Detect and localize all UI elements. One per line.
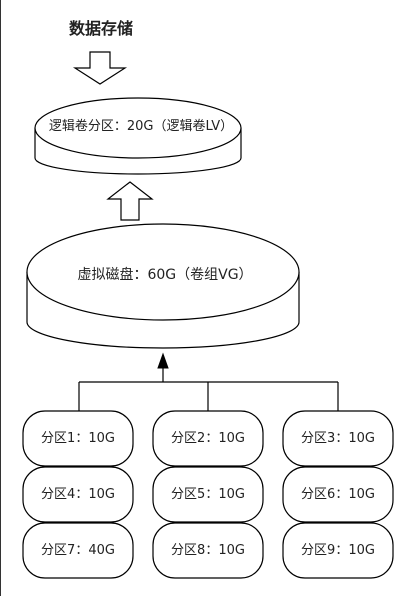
partition-label-3: 分区3：10G [301,431,375,446]
up-arrow-icon [106,181,154,221]
partition-box-8 [152,522,264,579]
partition-box-2 [152,410,264,467]
partition-label-2: 分区2：10G [171,431,245,446]
partition-box-6 [282,466,394,523]
partition-box-7 [22,522,134,579]
partition-box-4 [22,466,134,523]
partition-label-5: 分区5：10G [171,487,245,502]
partition-box-3 [282,410,394,467]
volume-group-cylinder [26,223,300,349]
partition-label-9: 分区9：10G [301,543,375,558]
arrowhead-icon [157,352,169,369]
partition-label-6: 分区6：10G [301,487,375,502]
down-arrow-icon [72,51,128,85]
partition-box-1 [22,410,134,467]
diagram-title: 数据存储 [68,19,133,38]
partition-box-5 [152,466,264,523]
logical-volume-label: 逻辑卷分区：20G（逻辑卷LV） [48,119,234,134]
partition-box-9 [282,522,394,579]
logical-volume-cylinder [34,97,242,175]
partition-label-7: 分区7：40G [41,543,115,558]
partition-label-8: 分区8：10G [171,543,245,558]
partition-label-4: 分区4：10G [41,487,115,502]
volume-group-label: 虚拟磁盘：60G（卷组VG） [77,267,253,283]
connector-lines [78,366,339,411]
partition-label-1: 分区1：10G [41,431,115,446]
